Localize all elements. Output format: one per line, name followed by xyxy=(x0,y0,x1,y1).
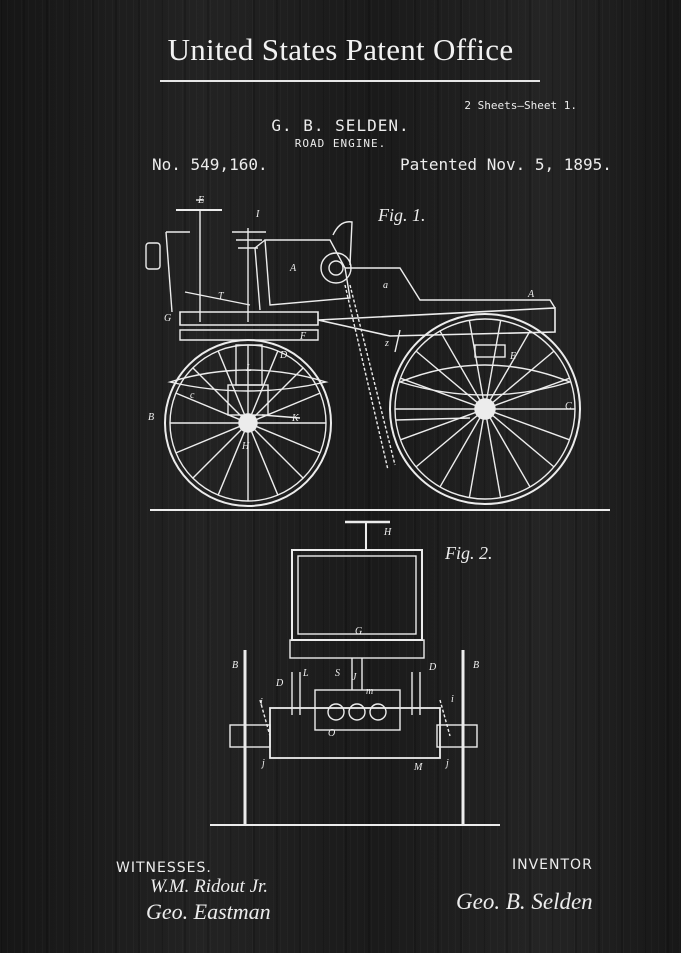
wheel-spoke xyxy=(250,431,279,496)
wheel-spoke xyxy=(400,377,476,407)
callout-label: j xyxy=(262,758,265,769)
wheel-spoke xyxy=(253,428,304,479)
callout-label: D xyxy=(276,678,284,689)
callout-label: L xyxy=(303,668,309,679)
callout-label: J xyxy=(352,672,357,683)
wheel-spoke xyxy=(494,411,570,441)
patent-number: No. 549,160. xyxy=(152,155,268,174)
wheel-spoke xyxy=(439,417,481,488)
wheel-spoke xyxy=(250,350,279,415)
wheel-spoke xyxy=(492,414,555,468)
witness-signature: Geo. Eastman xyxy=(146,899,271,924)
callout-label: A xyxy=(290,263,297,274)
sheet-count: 2 Sheets—Sheet 1. xyxy=(464,99,577,112)
office-title: United States Patent Office xyxy=(167,32,514,67)
callout-label: O xyxy=(328,728,336,739)
callout-label: j xyxy=(446,758,449,769)
callout-label: F xyxy=(300,331,307,342)
patent-date: Patented Nov. 5, 1895. xyxy=(400,155,612,174)
callout-label: S xyxy=(335,668,340,679)
witnesses-label: WITNESSES. xyxy=(116,860,212,876)
wheel-spoke xyxy=(175,425,240,454)
inventor-label: INVENTOR xyxy=(512,857,593,873)
wheel-spoke xyxy=(253,367,304,418)
wheel-spoke xyxy=(192,367,243,418)
callout-label: H xyxy=(384,527,392,538)
inventor-name: G. B. SELDEN. xyxy=(271,116,410,135)
callout-label: G xyxy=(164,313,172,324)
callout-label: M xyxy=(414,762,423,773)
fig2-label: Fig. 2. xyxy=(445,543,493,563)
callout-label: E xyxy=(510,351,517,362)
wheel-spoke xyxy=(415,414,478,468)
callout-label: B xyxy=(473,660,480,671)
wheel-spoke xyxy=(468,418,484,498)
callout-label: D xyxy=(429,662,437,673)
callout-label: D xyxy=(280,350,288,361)
callout-label: z xyxy=(385,338,389,349)
callout-label: B xyxy=(148,412,155,423)
wheel-spoke xyxy=(439,330,481,401)
witness-signature: W.M. Ridout Jr. xyxy=(150,876,269,897)
wheel-spoke xyxy=(217,431,246,496)
callout-label: c xyxy=(190,390,195,401)
callout-label: E xyxy=(198,195,205,206)
wheel-spoke xyxy=(489,330,531,401)
callout-label: I xyxy=(256,209,260,220)
callout-label: A xyxy=(528,289,535,300)
inventor-signature: Geo. B. Selden xyxy=(456,889,593,914)
callout-label: C xyxy=(565,401,572,412)
callout-label: H xyxy=(242,441,250,452)
wheel-spoke xyxy=(489,417,531,488)
wheel-spoke xyxy=(400,411,476,441)
callout-label: K xyxy=(292,413,299,424)
callout-label: i xyxy=(260,697,263,708)
wheel-spoke xyxy=(486,418,502,498)
wheel-spoke xyxy=(217,350,246,415)
callout-label: a xyxy=(383,280,388,291)
callout-label: G xyxy=(355,626,363,637)
invention-title: ROAD ENGINE. xyxy=(294,137,387,150)
callout-label: m xyxy=(366,686,374,697)
wheel-spoke xyxy=(256,425,321,454)
fig1-label: Fig. 1. xyxy=(378,205,426,225)
wheel-spoke xyxy=(494,377,570,407)
callout-label: T xyxy=(218,291,224,302)
callout-label: B xyxy=(232,660,239,671)
wheel-spoke xyxy=(192,428,243,479)
callout-label: i xyxy=(451,694,454,705)
title-rule xyxy=(160,80,540,82)
callout-label: L xyxy=(246,363,252,374)
